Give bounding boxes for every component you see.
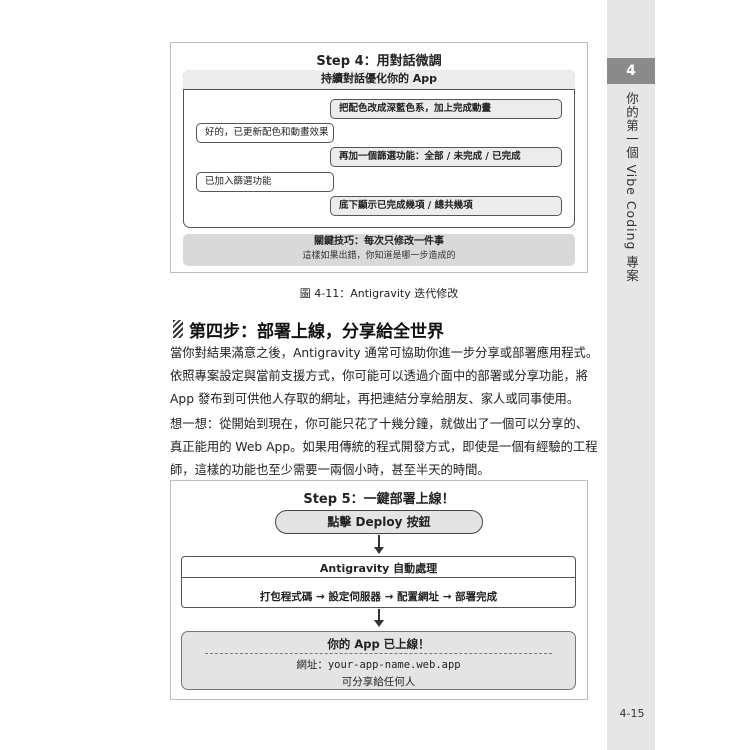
deploy-button-step: 點擊 Deploy 按鈕	[275, 510, 483, 534]
key-tip-box: 關鍵技巧：每次只修改一件事 這樣如果出錯，你知道是哪一步造成的	[183, 234, 575, 266]
flow-arrow-head-icon	[374, 547, 384, 554]
auto-process-title: Antigravity 自動處理	[319, 562, 438, 575]
chat-message-ai: 好的，已更新配色和動畫效果	[196, 123, 334, 143]
auto-process-steps: 打包程式碼 → 設定伺服器 → 配置網址 → 部署完成	[259, 591, 498, 603]
result-box	[181, 631, 576, 690]
chat-message-user: 底下顯示已完成幾項 / 總共幾項	[330, 196, 562, 216]
flow-arrow	[378, 609, 380, 622]
paragraph-line: 真正能用的 Web App。如果用傳統的程式開發方式，即使是一個有經驗的工程	[170, 440, 598, 454]
paragraph-line: 當你對結果滿意之後，Antigravity 通常可協助你進一步分享或部署應用程式…	[170, 346, 599, 360]
deployed-url: your-app-name.web.app	[327, 659, 461, 671]
chapter-side-strip	[607, 0, 655, 750]
figure-step5-title: Step 5：一鍵部署上線！	[303, 492, 455, 507]
chat-message-ai: 已加入篩選功能	[196, 172, 334, 192]
paragraph-line: App 發布到可供他人存取的網址，再把連結分享給朋友、家人或同事使用。	[170, 392, 580, 406]
chapter-number: 4	[607, 58, 655, 84]
auto-process-header	[181, 556, 576, 578]
chat-message-user: 把配色改成深藍色系，加上完成動畫	[330, 99, 562, 119]
url-label: 網址：	[296, 659, 328, 671]
chat-panel-header: 持續對話優化你的 App	[183, 70, 575, 90]
result-divider	[205, 653, 552, 654]
key-tip-subtitle: 這樣如果出錯，你知道是哪一步造成的	[302, 251, 456, 261]
auto-process-box	[181, 556, 576, 608]
flow-arrow-head-icon	[374, 620, 384, 627]
chat-message-user: 再加一個篩選功能：全部 / 未完成 / 已完成	[330, 147, 562, 167]
paragraph-2: 想一想：從開始到現在，你可能只花了十幾分鐘，就做出了一個可以分享的、 真正能用的…	[170, 413, 600, 482]
result-url-line: 網址：your-app-name.web.app	[181, 657, 576, 672]
result-title: 你的 App 已上線！	[327, 637, 430, 651]
figure-step4-title: Step 4：用對話微調	[316, 54, 442, 69]
paragraph-line: 依照專案設定與當前支援方式，你可能可以透過介面中的部署或分享功能，將	[170, 369, 589, 383]
paragraph-line: 師，這樣的功能也至少需要一兩個小時，甚至半天的時間。	[170, 463, 490, 477]
heading-marker-icon	[173, 320, 183, 338]
flow-arrow	[378, 535, 380, 548]
section-heading: 第四步：部署上線，分享給全世界	[189, 322, 444, 342]
page-number: 4-15	[619, 707, 645, 720]
chapter-title-vertical: 你的第一個 Vibe Coding 專案	[624, 92, 639, 283]
paragraph-line: 想一想：從開始到現在，你可能只花了十幾分鐘，就做出了一個可以分享的、	[170, 417, 589, 431]
key-tip-title: 關鍵技巧：每次只修改一件事	[314, 236, 444, 247]
paragraph-1: 當你對結果滿意之後，Antigravity 通常可協助你進一步分享或部署應用程式…	[170, 342, 600, 411]
figure-caption: 圖 4-11：Antigravity 迭代修改	[299, 287, 459, 300]
result-share-text: 可分享給任何人	[341, 676, 416, 688]
